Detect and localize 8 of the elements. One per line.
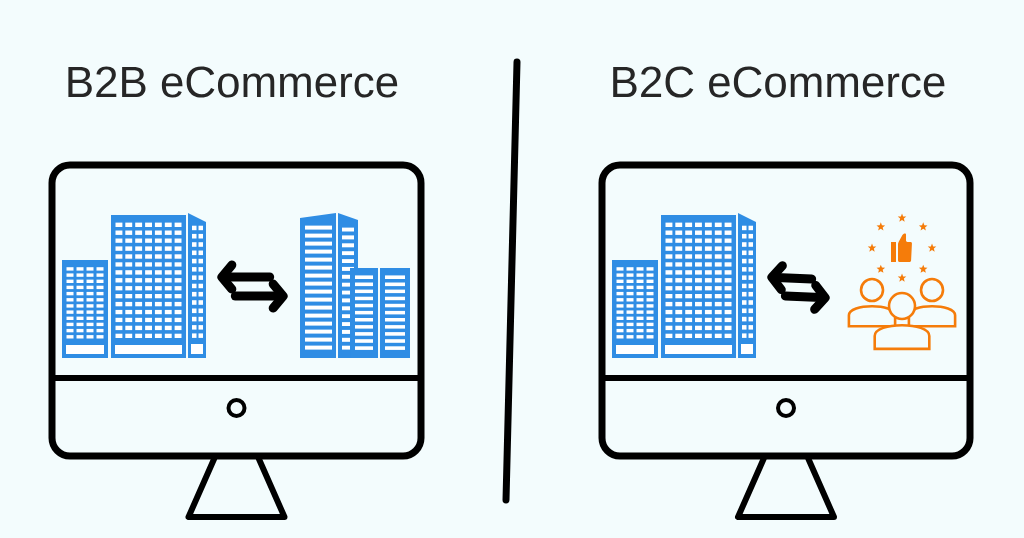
office-building-drawing (612, 213, 756, 358)
office-buildings-drawing (300, 213, 410, 358)
double-arrow (767, 261, 830, 314)
heading: B2B eCommerce (68, 66, 398, 98)
office-buildings-drawing (62, 213, 206, 358)
heading: B2C eCommerce (613, 66, 945, 98)
customers-drawing (847, 213, 957, 351)
double-arrow (217, 260, 288, 313)
